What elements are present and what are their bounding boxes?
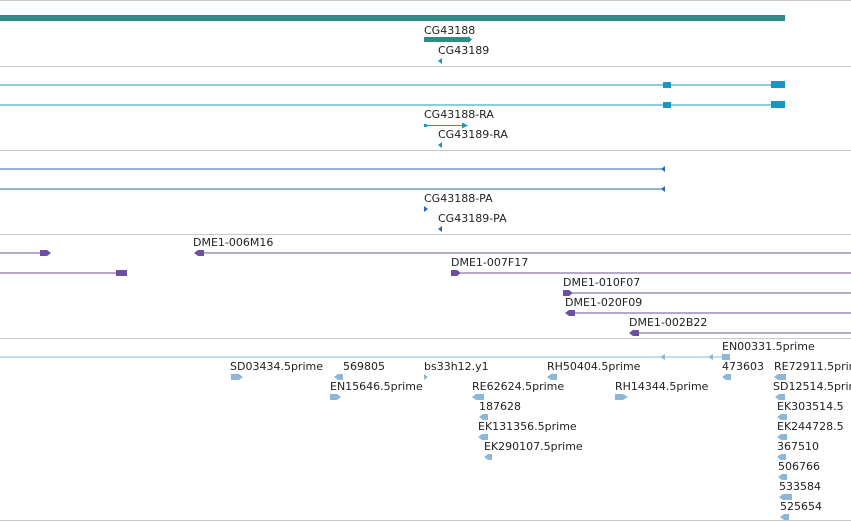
- clone-track: DME1-006M16 DME1-007F17 DME1-010F07 DME1…: [0, 236, 851, 336]
- protein-label[interactable]: CG43188-PA: [424, 192, 493, 205]
- transcript-feature-CG43188-RA[interactable]: [424, 124, 427, 127]
- est-feature[interactable]: [775, 394, 785, 400]
- est-feature[interactable]: [478, 434, 488, 440]
- est-feature[interactable]: [231, 374, 243, 380]
- clone-label[interactable]: DME1-007F17: [451, 256, 528, 269]
- est-feature[interactable]: [778, 474, 787, 480]
- gene-arrow-right: [468, 36, 472, 43]
- clone-end-marker: [40, 250, 51, 256]
- est-feature[interactable]: [484, 454, 492, 460]
- transcript-exon[interactable]: [663, 82, 671, 88]
- transcript-exon[interactable]: [771, 101, 785, 108]
- protein-track: CG43188-PA CG43189-PA: [0, 166, 665, 232]
- est-label[interactable]: EK303514.5: [777, 400, 844, 413]
- est-label[interactable]: 473603: [722, 360, 764, 373]
- est-label[interactable]: SD03434.5prime: [230, 360, 323, 373]
- est-label[interactable]: 187628: [479, 400, 521, 413]
- clone-start-marker: [565, 310, 575, 316]
- est-feature[interactable]: [472, 394, 484, 400]
- gene-track: CG43188 CG43189: [0, 15, 785, 64]
- est-label[interactable]: 367510: [777, 440, 819, 453]
- est-feature[interactable]: [615, 394, 628, 400]
- est-feature[interactable]: [779, 494, 792, 500]
- est-label[interactable]: EK131356.5prime: [478, 420, 577, 433]
- est-label[interactable]: EK290107.5prime: [484, 440, 583, 453]
- transcript-exon[interactable]: [663, 102, 671, 108]
- est-marker: [660, 354, 665, 360]
- est-track: SD03434.5prime 569805 EN15646.5prime bs3…: [0, 340, 851, 520]
- est-label[interactable]: RH50404.5prime: [547, 360, 641, 373]
- est-feature[interactable]: [547, 374, 557, 380]
- gene-label[interactable]: CG43189: [438, 44, 489, 57]
- protein-feature-CG43189-PA[interactable]: [438, 226, 442, 232]
- clone-label[interactable]: DME1-010F07: [563, 276, 640, 289]
- est-feature[interactable]: [334, 374, 343, 380]
- est-label[interactable]: EN15646.5prime: [330, 380, 423, 393]
- protein-end-marker: [661, 186, 665, 192]
- est-label[interactable]: EN00331.5prime: [722, 340, 815, 353]
- clone-label[interactable]: DME1-020F09: [565, 296, 642, 309]
- est-feature[interactable]: [424, 374, 428, 380]
- clone-start-marker: [563, 290, 573, 296]
- est-marker: [708, 354, 713, 360]
- clone-label[interactable]: DME1-002B22: [629, 316, 707, 329]
- clone-start-marker: [194, 250, 204, 256]
- transcript-label[interactable]: CG43189-RA: [438, 128, 508, 141]
- gene-feature-CG43188[interactable]: [424, 37, 468, 42]
- est-label[interactable]: SD12514.5prime: [773, 380, 851, 393]
- est-marker: [722, 354, 730, 360]
- transcript-track: CG43188-RA CG43189-RA: [0, 81, 785, 148]
- est-label[interactable]: RE72911.5prime: [774, 360, 851, 373]
- protein-label[interactable]: CG43189-PA: [438, 212, 507, 225]
- transcript-arrow-right: [462, 122, 468, 129]
- transcript-exon[interactable]: [771, 81, 785, 88]
- est-label[interactable]: EK244728.5: [777, 420, 844, 433]
- est-label[interactable]: RE62624.5prime: [472, 380, 564, 393]
- est-label[interactable]: RH14344.5prime: [615, 380, 709, 393]
- est-feature[interactable]: [780, 514, 789, 520]
- clone-label[interactable]: DME1-006M16: [193, 236, 273, 249]
- clone-start-marker: [629, 330, 639, 336]
- gene-feature-CG43189[interactable]: [438, 58, 442, 64]
- est-feature[interactable]: [479, 414, 488, 420]
- gene-feature-bar[interactable]: [0, 15, 785, 21]
- est-feature[interactable]: [330, 394, 341, 400]
- clone-start-marker: [451, 270, 461, 276]
- est-feature[interactable]: [777, 414, 787, 420]
- protein-feature-CG43188-PA[interactable]: [424, 206, 428, 212]
- est-feature[interactable]: [777, 434, 787, 440]
- est-label[interactable]: 525654: [780, 500, 822, 513]
- transcript-label[interactable]: CG43188-RA: [424, 108, 494, 121]
- transcript-feature-CG43189-RA[interactable]: [438, 142, 442, 148]
- est-label[interactable]: 533584: [779, 480, 821, 493]
- clone-end-marker: [116, 270, 127, 276]
- protein-end-marker: [661, 166, 665, 172]
- est-feature[interactable]: [777, 454, 786, 460]
- gene-label[interactable]: CG43188: [424, 24, 475, 37]
- est-feature[interactable]: [722, 374, 731, 380]
- est-feature[interactable]: [774, 374, 786, 380]
- est-label[interactable]: 506766: [778, 460, 820, 473]
- est-label[interactable]: bs33h12.y1: [424, 360, 489, 373]
- est-label[interactable]: 569805: [343, 360, 385, 373]
